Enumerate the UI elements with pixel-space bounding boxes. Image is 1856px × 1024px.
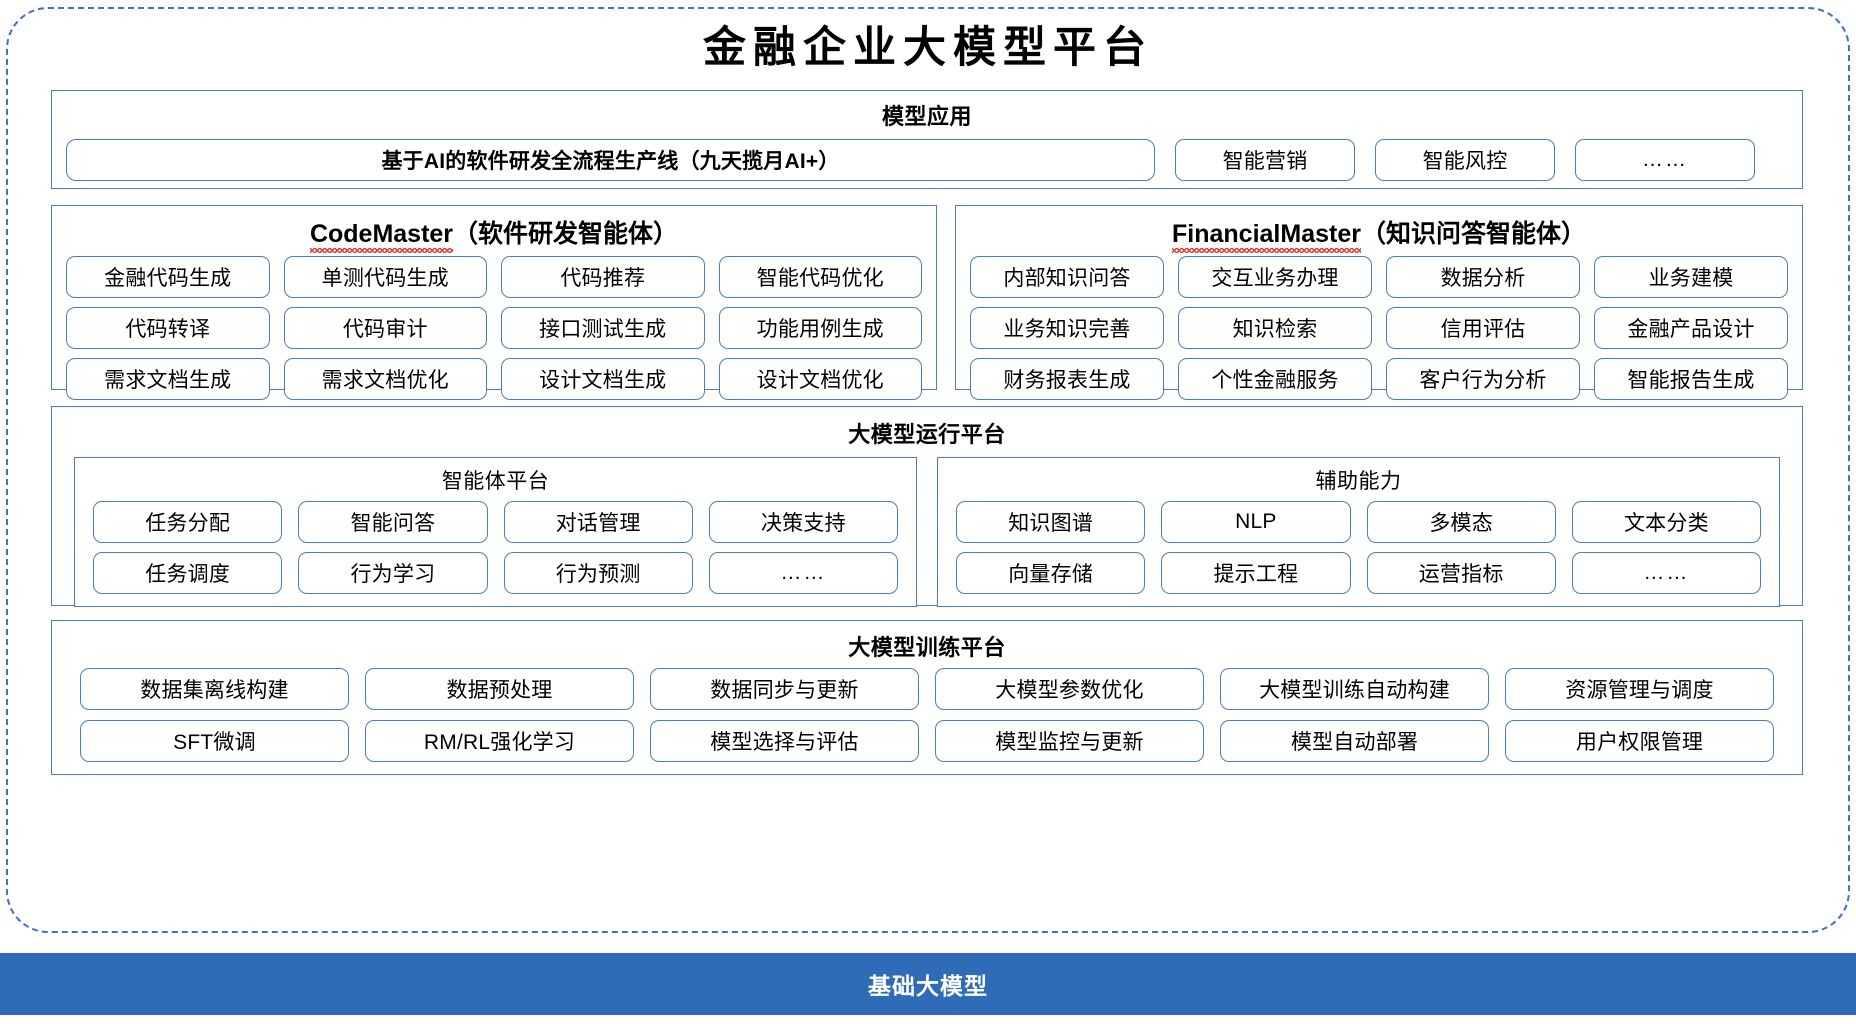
chip-tr-7[interactable]: RM/RL强化学习 (365, 720, 634, 762)
chip-fm-4[interactable]: 业务知识完善 (970, 307, 1164, 349)
chip-cm-7[interactable]: 功能用例生成 (718, 307, 922, 349)
chip-fm-5[interactable]: 知识检索 (1178, 307, 1372, 349)
runtime-body: 智能体平台 任务分配 智能问答 对话管理 决策支持 任务调度 行为学习 行为预测… (52, 449, 1802, 607)
chip-aux-5[interactable]: 提示工程 (1161, 552, 1351, 594)
panel-title-training-platform: 大模型训练平台 (848, 635, 1006, 660)
chip-ap-5[interactable]: 行为学习 (298, 552, 488, 594)
chip-tr-0[interactable]: 数据集离线构建 (80, 668, 349, 710)
codemaster-capability-grid: 金融代码生成 单测代码生成 代码推荐 智能代码优化 代码转译 代码审计 接口测试… (52, 256, 936, 400)
chip-smart-marketing[interactable]: 智能营销 (1175, 139, 1355, 181)
chip-tr-2[interactable]: 数据同步与更新 (650, 668, 919, 710)
chip-fm-2[interactable]: 数据分析 (1386, 256, 1580, 298)
chip-fm-11[interactable]: 智能报告生成 (1594, 358, 1788, 400)
chip-ai-sdlc-pipeline[interactable]: 基于AI的软件研发全流程生产线（九天揽月AI+） (66, 139, 1155, 181)
panel-title-runtime-platform: 大模型运行平台 (848, 422, 1006, 447)
subpanel-agent-platform: 智能体平台 任务分配 智能问答 对话管理 决策支持 任务调度 行为学习 行为预测… (74, 457, 917, 607)
panel-financialmaster: FinancialMaster（知识问答智能体） 内部知识问答 交互业务办理 数… (955, 205, 1803, 400)
chip-cm-0[interactable]: 金融代码生成 (66, 256, 270, 298)
chip-aux-2[interactable]: 多模态 (1366, 501, 1556, 543)
chip-fm-7[interactable]: 金融产品设计 (1594, 307, 1788, 349)
chip-cm-10[interactable]: 设计文档生成 (501, 358, 705, 400)
auxiliary-capability-grid: 知识图谱 NLP 多模态 文本分类 向量存储 提示工程 运营指标 …… (938, 501, 1779, 594)
chip-fm-10[interactable]: 客户行为分析 (1386, 358, 1580, 400)
chip-ap-0[interactable]: 任务分配 (93, 501, 283, 543)
chip-fm-1[interactable]: 交互业务办理 (1178, 256, 1372, 298)
chip-cm-1[interactable]: 单测代码生成 (283, 256, 487, 298)
chip-ap-1[interactable]: 智能问答 (298, 501, 488, 543)
chip-tr-3[interactable]: 大模型参数优化 (935, 668, 1204, 710)
panel-training-platform: 大模型训练平台 数据集离线构建 数据预处理 数据同步与更新 大模型参数优化 大模… (51, 620, 1803, 775)
chip-smart-risk-control[interactable]: 智能风控 (1375, 139, 1555, 181)
chip-ap-6[interactable]: 行为预测 (503, 552, 693, 594)
financialmaster-subtitle: （知识问答智能体） (1360, 220, 1586, 248)
chip-aux-3[interactable]: 文本分类 (1571, 501, 1761, 543)
chip-tr-10[interactable]: 模型自动部署 (1220, 720, 1489, 762)
chip-cm-3[interactable]: 智能代码优化 (718, 256, 922, 298)
chip-cm-9[interactable]: 需求文档优化 (283, 358, 487, 400)
chip-fm-6[interactable]: 信用评估 (1386, 307, 1580, 349)
chip-ap-more[interactable]: …… (708, 552, 898, 594)
panel-runtime-platform: 大模型运行平台 智能体平台 任务分配 智能问答 对话管理 决策支持 任务调度 行… (51, 406, 1803, 607)
agent-platform-grid: 任务分配 智能问答 对话管理 决策支持 任务调度 行为学习 行为预测 …… (75, 501, 916, 594)
chip-tr-5[interactable]: 资源管理与调度 (1505, 668, 1774, 710)
chip-tr-9[interactable]: 模型监控与更新 (935, 720, 1204, 762)
chip-ap-2[interactable]: 对话管理 (503, 501, 693, 543)
chip-cm-11[interactable]: 设计文档优化 (718, 358, 922, 400)
chip-cm-4[interactable]: 代码转译 (66, 307, 270, 349)
financialmaster-name: FinancialMaster (1172, 220, 1361, 253)
financialmaster-capability-grid: 内部知识问答 交互业务办理 数据分析 业务建模 业务知识完善 知识检索 信用评估… (956, 256, 1802, 400)
subpanel-auxiliary-capability: 辅助能力 知识图谱 NLP 多模态 文本分类 向量存储 提示工程 运营指标 …… (937, 457, 1780, 607)
chip-cm-2[interactable]: 代码推荐 (501, 256, 705, 298)
panel-title-model-application: 模型应用 (881, 104, 972, 129)
chip-fm-9[interactable]: 个性金融服务 (1178, 358, 1372, 400)
chip-fm-3[interactable]: 业务建模 (1594, 256, 1788, 298)
panel-model-application: 模型应用 基于AI的软件研发全流程生产线（九天揽月AI+） 智能营销 智能风控 … (51, 90, 1803, 189)
chip-tr-4[interactable]: 大模型训练自动构建 (1220, 668, 1489, 710)
chip-tr-8[interactable]: 模型选择与评估 (650, 720, 919, 762)
codemaster-name: CodeMaster (309, 220, 454, 253)
panel-title-codemaster: CodeMaster（软件研发智能体） (52, 214, 936, 253)
chip-tr-6[interactable]: SFT微调 (80, 720, 349, 762)
chip-fm-8[interactable]: 财务报表生成 (970, 358, 1164, 400)
subpanel-title-auxiliary-capability: 辅助能力 (1315, 470, 1402, 493)
chip-aux-6[interactable]: 运营指标 (1366, 552, 1556, 594)
chip-cm-5[interactable]: 代码审计 (283, 307, 487, 349)
chip-cm-8[interactable]: 需求文档生成 (66, 358, 270, 400)
chip-fm-0[interactable]: 内部知识问答 (970, 256, 1164, 298)
chip-aux-more[interactable]: …… (1571, 552, 1761, 594)
chip-tr-1[interactable]: 数据预处理 (365, 668, 634, 710)
panel-title-financialmaster: FinancialMaster（知识问答智能体） (956, 214, 1802, 253)
chip-aux-0[interactable]: 知识图谱 (956, 501, 1146, 543)
chip-aux-1[interactable]: NLP (1161, 501, 1351, 543)
panel-codemaster: CodeMaster（软件研发智能体） 金融代码生成 单测代码生成 代码推荐 智… (51, 205, 937, 400)
page-title: 金融企业大模型平台 (703, 23, 1153, 73)
base-model-bar: 基础大模型 (0, 953, 1856, 1015)
chip-ap-4[interactable]: 任务调度 (93, 552, 283, 594)
model-application-row: 基于AI的软件研发全流程生产线（九天揽月AI+） 智能营销 智能风控 …… (52, 139, 1802, 181)
training-capability-grid: 数据集离线构建 数据预处理 数据同步与更新 大模型参数优化 大模型训练自动构建 … (52, 668, 1802, 762)
codemaster-subtitle: （软件研发智能体） (453, 220, 679, 248)
chip-ap-3[interactable]: 决策支持 (708, 501, 898, 543)
chip-more-applications[interactable]: …… (1575, 139, 1755, 181)
chip-tr-11[interactable]: 用户权限管理 (1505, 720, 1774, 762)
chip-cm-6[interactable]: 接口测试生成 (501, 307, 705, 349)
subpanel-title-agent-platform: 智能体平台 (441, 470, 550, 493)
chip-aux-4[interactable]: 向量存储 (956, 552, 1146, 594)
